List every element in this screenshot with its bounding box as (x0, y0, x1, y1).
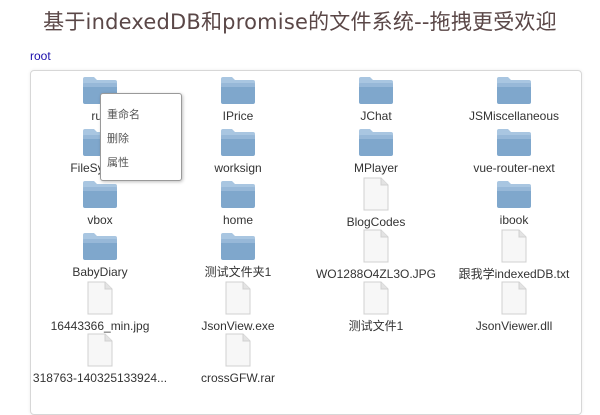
file-icon (356, 229, 396, 263)
item-label: vbox (87, 213, 113, 227)
item-label: 16443366_min.jpg (50, 319, 150, 333)
item-label: BabyDiary (72, 265, 128, 279)
file-item[interactable]: 测试文件1 (307, 279, 445, 333)
file-icon (356, 177, 396, 211)
item-label: 跟我学indexedDB.txt (458, 267, 570, 281)
item-label: 测试文件1 (348, 319, 404, 333)
file-item[interactable]: 跟我学indexedDB.txt (445, 227, 581, 281)
context-menu-delete[interactable]: 删除 (107, 132, 129, 145)
item-label: home (222, 213, 254, 227)
folder-icon (494, 75, 534, 105)
item-label: JsonView.exe (201, 319, 275, 333)
item-label: IPrice (222, 109, 254, 123)
file-icon (218, 281, 258, 315)
folder-icon (80, 231, 120, 261)
file-icon (80, 281, 120, 315)
file-item[interactable]: BlogCodes (307, 175, 445, 229)
folder-icon (356, 75, 396, 105)
folder-item[interactable]: JChat (307, 71, 445, 123)
folder-item[interactable]: IPrice (169, 71, 307, 123)
folder-item[interactable]: vue-router-next (445, 123, 581, 175)
item-label: worksign (214, 161, 262, 175)
file-icon (80, 333, 120, 367)
file-item[interactable]: 16443366_min.jpg (31, 279, 169, 333)
item-label: BlogCodes (346, 215, 406, 229)
folder-icon (218, 75, 258, 105)
folder-icon (80, 179, 120, 209)
context-menu-rename[interactable]: 重命名 (107, 108, 140, 121)
folder-icon (218, 231, 258, 261)
item-label: JSMiscellaneous (468, 109, 560, 123)
folder-item[interactable]: MPlayer (307, 123, 445, 175)
context-menu-properties[interactable]: 属性 (107, 156, 129, 169)
item-label: crossGFW.rar (201, 371, 275, 385)
file-icon (218, 333, 258, 367)
folder-item[interactable]: ibook (445, 175, 581, 227)
file-item[interactable]: 318763-140325133924... (31, 331, 169, 383)
breadcrumb-root[interactable]: root (30, 49, 51, 63)
folder-icon (356, 127, 396, 157)
file-icon (494, 281, 534, 315)
item-label: vue-router-next (473, 161, 555, 175)
file-item[interactable]: JsonView.exe (169, 279, 307, 333)
item-label: ibook (499, 213, 529, 227)
page-title: 基于indexedDB和promise的文件系统--拖拽更受欢迎 (43, 10, 557, 34)
folder-item[interactable]: JSMiscellaneous (445, 71, 581, 123)
file-item[interactable]: WO1288O4ZL3O.JPG (307, 227, 445, 281)
item-label: MPlayer (353, 161, 398, 175)
item-label: JChat (360, 109, 392, 123)
file-item[interactable]: JsonViewer.dll (445, 279, 581, 333)
context-menu: 重命名 删除 属性 (100, 93, 182, 181)
folder-icon (494, 179, 534, 209)
folder-item[interactable]: worksign (169, 123, 307, 175)
item-label: 318763-140325133924... (32, 371, 168, 383)
file-icon (356, 281, 396, 315)
folder-item[interactable]: home (169, 175, 307, 227)
folder-icon (494, 127, 534, 157)
item-label: WO1288O4ZL3O.JPG (315, 267, 437, 281)
folder-item[interactable]: 测试文件夹1 (169, 227, 307, 279)
folder-icon (218, 179, 258, 209)
folder-icon (218, 127, 258, 157)
file-item[interactable]: crossGFW.rar (169, 331, 307, 385)
item-label: JsonViewer.dll (475, 319, 553, 333)
folder-item[interactable]: vbox (31, 175, 169, 227)
folder-item[interactable]: BabyDiary (31, 227, 169, 279)
item-label: 测试文件夹1 (204, 265, 272, 279)
file-icon (494, 229, 534, 263)
